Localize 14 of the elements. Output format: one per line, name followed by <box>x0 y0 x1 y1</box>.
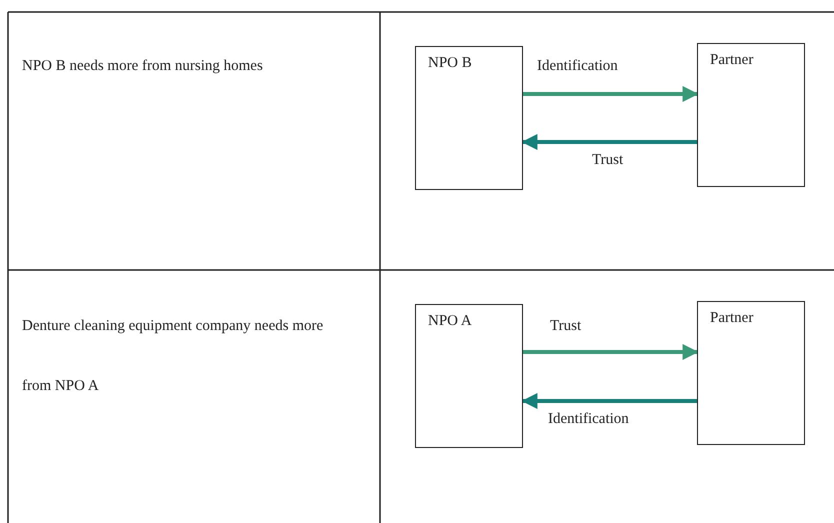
entity-name: Partner <box>710 310 754 327</box>
entity-box <box>697 43 805 187</box>
entity-name: NPO A <box>428 313 472 330</box>
arrow <box>521 134 697 150</box>
entity-box <box>415 46 523 190</box>
arrow <box>523 86 699 102</box>
entity-name: Partner <box>710 52 754 69</box>
cell-text: Denture cleaning equipment company needs more from NPO A <box>22 317 324 396</box>
arrow <box>523 344 699 360</box>
entity-box <box>415 304 523 448</box>
arrow <box>521 393 697 409</box>
cell-text: NPO B needs more from nursing homes <box>22 57 264 76</box>
entity-name: NPO B <box>428 55 472 72</box>
entity-box <box>697 301 805 445</box>
